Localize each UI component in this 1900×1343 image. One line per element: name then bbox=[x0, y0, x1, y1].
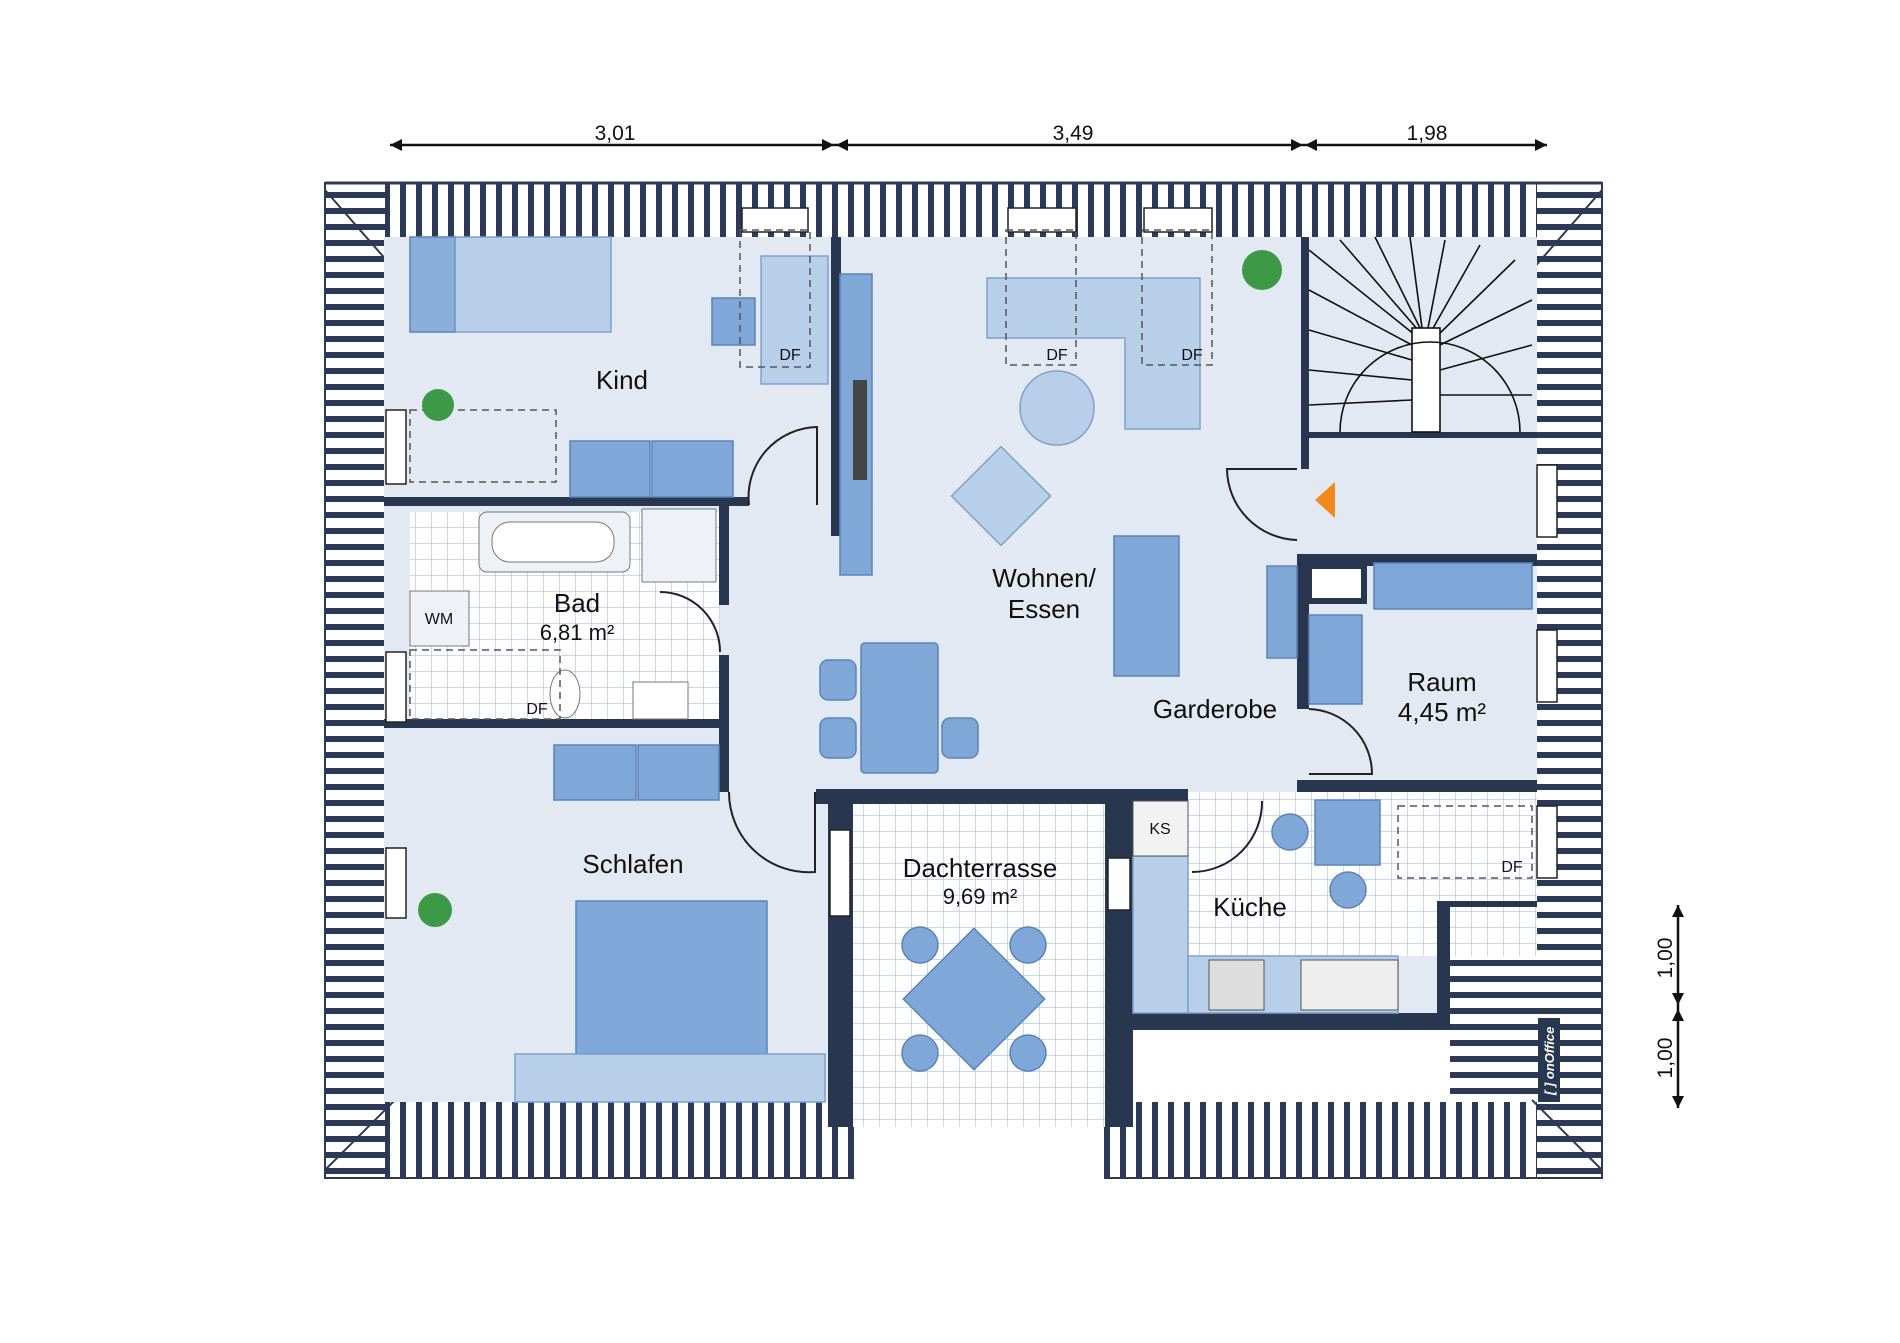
living-furniture: DF DF bbox=[819, 229, 1298, 774]
sink bbox=[632, 681, 689, 720]
plant-icon bbox=[422, 389, 454, 421]
room-labels: Kind Bad 6,81 m² Wohnen/ Essen Garderobe… bbox=[540, 365, 1487, 922]
coffee-table bbox=[1019, 370, 1095, 446]
wm-label: WM bbox=[425, 611, 453, 628]
room-dachterrasse-area: 9,69 m² bbox=[943, 884, 1018, 909]
dresser bbox=[514, 1053, 826, 1103]
svg-text:[ ] onOffice: [ ] onOffice bbox=[1542, 1027, 1557, 1096]
toilet bbox=[549, 669, 581, 719]
dimension-label: 1,98 bbox=[1407, 122, 1448, 145]
washing-machine bbox=[409, 590, 470, 647]
room-essen-label: Essen bbox=[1008, 594, 1080, 624]
df-label: DF bbox=[1181, 347, 1203, 364]
bed bbox=[575, 900, 768, 1055]
df-label: DF bbox=[1501, 859, 1523, 876]
plant-icon bbox=[418, 893, 452, 927]
stove bbox=[1208, 959, 1265, 1011]
desk bbox=[760, 255, 829, 385]
sofa bbox=[986, 277, 1201, 430]
room-kueche-label: Küche bbox=[1213, 892, 1287, 922]
shower-tray bbox=[641, 508, 717, 583]
kitchen-table bbox=[1314, 799, 1381, 866]
schlafen-furniture bbox=[418, 744, 826, 1103]
staircase bbox=[1308, 236, 1533, 433]
armchair bbox=[950, 445, 1052, 547]
room-bad-label: Bad bbox=[554, 588, 600, 618]
walls bbox=[384, 237, 1537, 1127]
plant-icon bbox=[1242, 250, 1282, 290]
roof-slopes bbox=[324, 181, 1603, 1179]
room-bad-area: 6,81 m² bbox=[540, 620, 615, 645]
doors bbox=[659, 425, 1374, 874]
dimension-top: 3,01 3,49 1,98 bbox=[390, 122, 1547, 151]
dimension-right: 1,00 1,00 bbox=[1654, 905, 1684, 1108]
sideboard bbox=[1113, 535, 1180, 677]
dimension-label: 1,00 bbox=[1654, 938, 1677, 979]
bad-fixtures: WM DF bbox=[409, 508, 717, 720]
onoffice-logo: [ ] onOffice bbox=[1538, 1018, 1560, 1102]
room-garderobe-label: Garderobe bbox=[1153, 694, 1277, 724]
dimension-label: 3,49 bbox=[1053, 122, 1094, 145]
dimension-label: 1,00 bbox=[1654, 1038, 1677, 1079]
dimension-label: 3,01 bbox=[595, 122, 636, 145]
room-kind-label: Kind bbox=[596, 365, 648, 395]
room-raum-area: 4,45 m² bbox=[1398, 697, 1486, 727]
room-dachterrasse-label: Dachterrasse bbox=[903, 853, 1058, 883]
dining-table bbox=[860, 642, 939, 774]
windows bbox=[385, 207, 1558, 919]
kitchen-sink bbox=[1300, 959, 1399, 1011]
kitchen-furniture: KS DF bbox=[1132, 799, 1533, 1014]
ks-label: KS bbox=[1149, 821, 1170, 838]
kind-furniture: DF bbox=[409, 229, 829, 498]
df-label: DF bbox=[1046, 347, 1068, 364]
df-label: DF bbox=[526, 701, 548, 718]
room-raum-label: Raum bbox=[1407, 667, 1476, 697]
entrance-arrow-icon bbox=[1315, 482, 1335, 518]
terrace-table bbox=[902, 927, 1046, 1071]
chair bbox=[711, 297, 756, 346]
fridge bbox=[1132, 800, 1189, 857]
df-label: DF bbox=[779, 347, 801, 364]
wardrobe bbox=[1266, 565, 1298, 659]
raum-furniture bbox=[1306, 562, 1533, 705]
room-schlafen-label: Schlafen bbox=[582, 849, 683, 879]
room-wohnen-label: Wohnen/ bbox=[992, 563, 1096, 593]
terrace-furniture bbox=[901, 926, 1047, 1072]
